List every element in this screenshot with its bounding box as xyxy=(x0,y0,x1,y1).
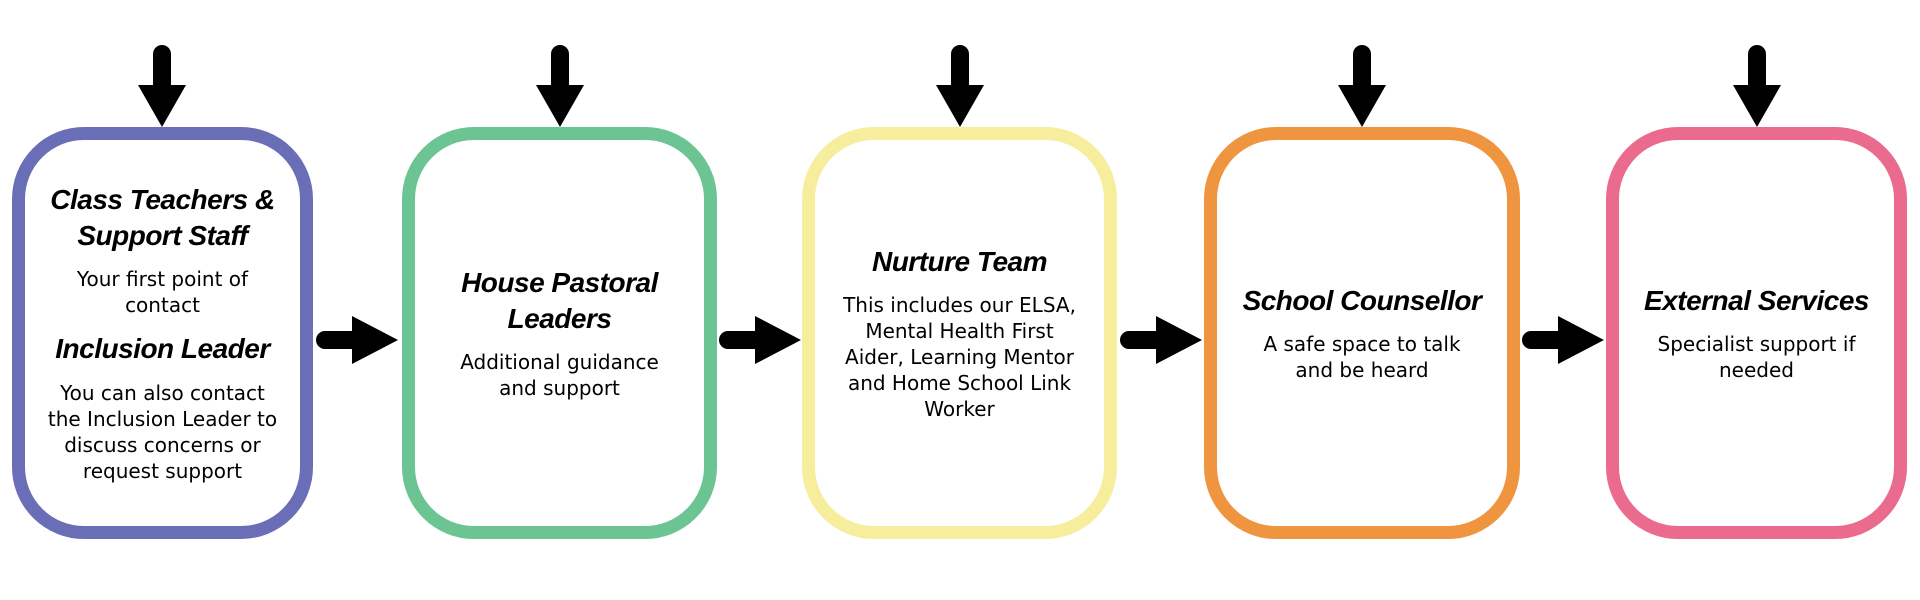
down-arrow-head xyxy=(1733,85,1781,127)
box-house-pastoral-leaders: House Pastoral Leaders Additional guidan… xyxy=(402,127,717,539)
down-arrow-stem xyxy=(153,45,171,87)
box-class-teachers-support-staff: Class Teachers & Support Staff Your firs… xyxy=(12,127,313,539)
box-subtitle: Inclusion Leader xyxy=(55,333,270,365)
right-arrow-icon xyxy=(719,316,801,364)
box-title: Nurture Team xyxy=(871,245,1048,277)
box-title: School Counsellor xyxy=(1242,284,1482,316)
box-description: Specialist support if needed xyxy=(1657,332,1856,383)
box-school-counsellor: School Counsellor A safe space to talk a… xyxy=(1204,127,1520,539)
down-arrow-head xyxy=(536,85,584,127)
down-arrow-head xyxy=(936,85,984,127)
down-arrow-icon xyxy=(1338,45,1386,127)
right-arrow-stem xyxy=(1120,331,1162,349)
box-title: Class Teachers & Support Staff xyxy=(50,183,275,251)
down-arrow-head xyxy=(138,85,186,127)
down-arrow-stem xyxy=(1748,45,1766,87)
down-arrow-icon xyxy=(936,45,984,127)
box-content: Class Teachers & Support Staff Your firs… xyxy=(25,140,300,526)
down-arrow-icon xyxy=(138,45,186,127)
right-arrow-icon xyxy=(316,316,398,364)
box-description: You can also contact the Inclusion Leade… xyxy=(47,381,278,484)
box-nurture-team: Nurture Team This includes our ELSA, Men… xyxy=(802,127,1117,539)
box-content: School Counsellor A safe space to talk a… xyxy=(1217,140,1507,526)
right-arrow-head xyxy=(1558,316,1604,364)
down-arrow-icon xyxy=(536,45,584,127)
box-title: External Services xyxy=(1644,284,1870,316)
box-title: House Pastoral Leaders xyxy=(461,266,658,334)
box-description: This includes our ELSA, Mental Health Fi… xyxy=(843,293,1076,422)
right-arrow-stem xyxy=(1522,331,1564,349)
right-arrow-icon xyxy=(1120,316,1202,364)
right-arrow-head xyxy=(1156,316,1202,364)
right-arrow-stem xyxy=(719,331,761,349)
right-arrow-head xyxy=(352,316,398,364)
down-arrow-stem xyxy=(951,45,969,87)
box-description: A safe space to talk and be heard xyxy=(1263,332,1461,383)
right-arrow-stem xyxy=(316,331,358,349)
right-arrow-head xyxy=(755,316,801,364)
down-arrow-stem xyxy=(551,45,569,87)
box-description: Additional guidance and support xyxy=(460,350,659,401)
right-arrow-icon xyxy=(1522,316,1604,364)
box-content: House Pastoral Leaders Additional guidan… xyxy=(415,140,704,526)
box-description: Your first point of contact xyxy=(76,267,249,318)
down-arrow-head xyxy=(1338,85,1386,127)
box-content: External Services Specialist support if … xyxy=(1619,140,1894,526)
down-arrow-stem xyxy=(1353,45,1371,87)
down-arrow-icon xyxy=(1733,45,1781,127)
box-content: Nurture Team This includes our ELSA, Men… xyxy=(815,140,1104,526)
box-external-services: External Services Specialist support if … xyxy=(1606,127,1907,539)
